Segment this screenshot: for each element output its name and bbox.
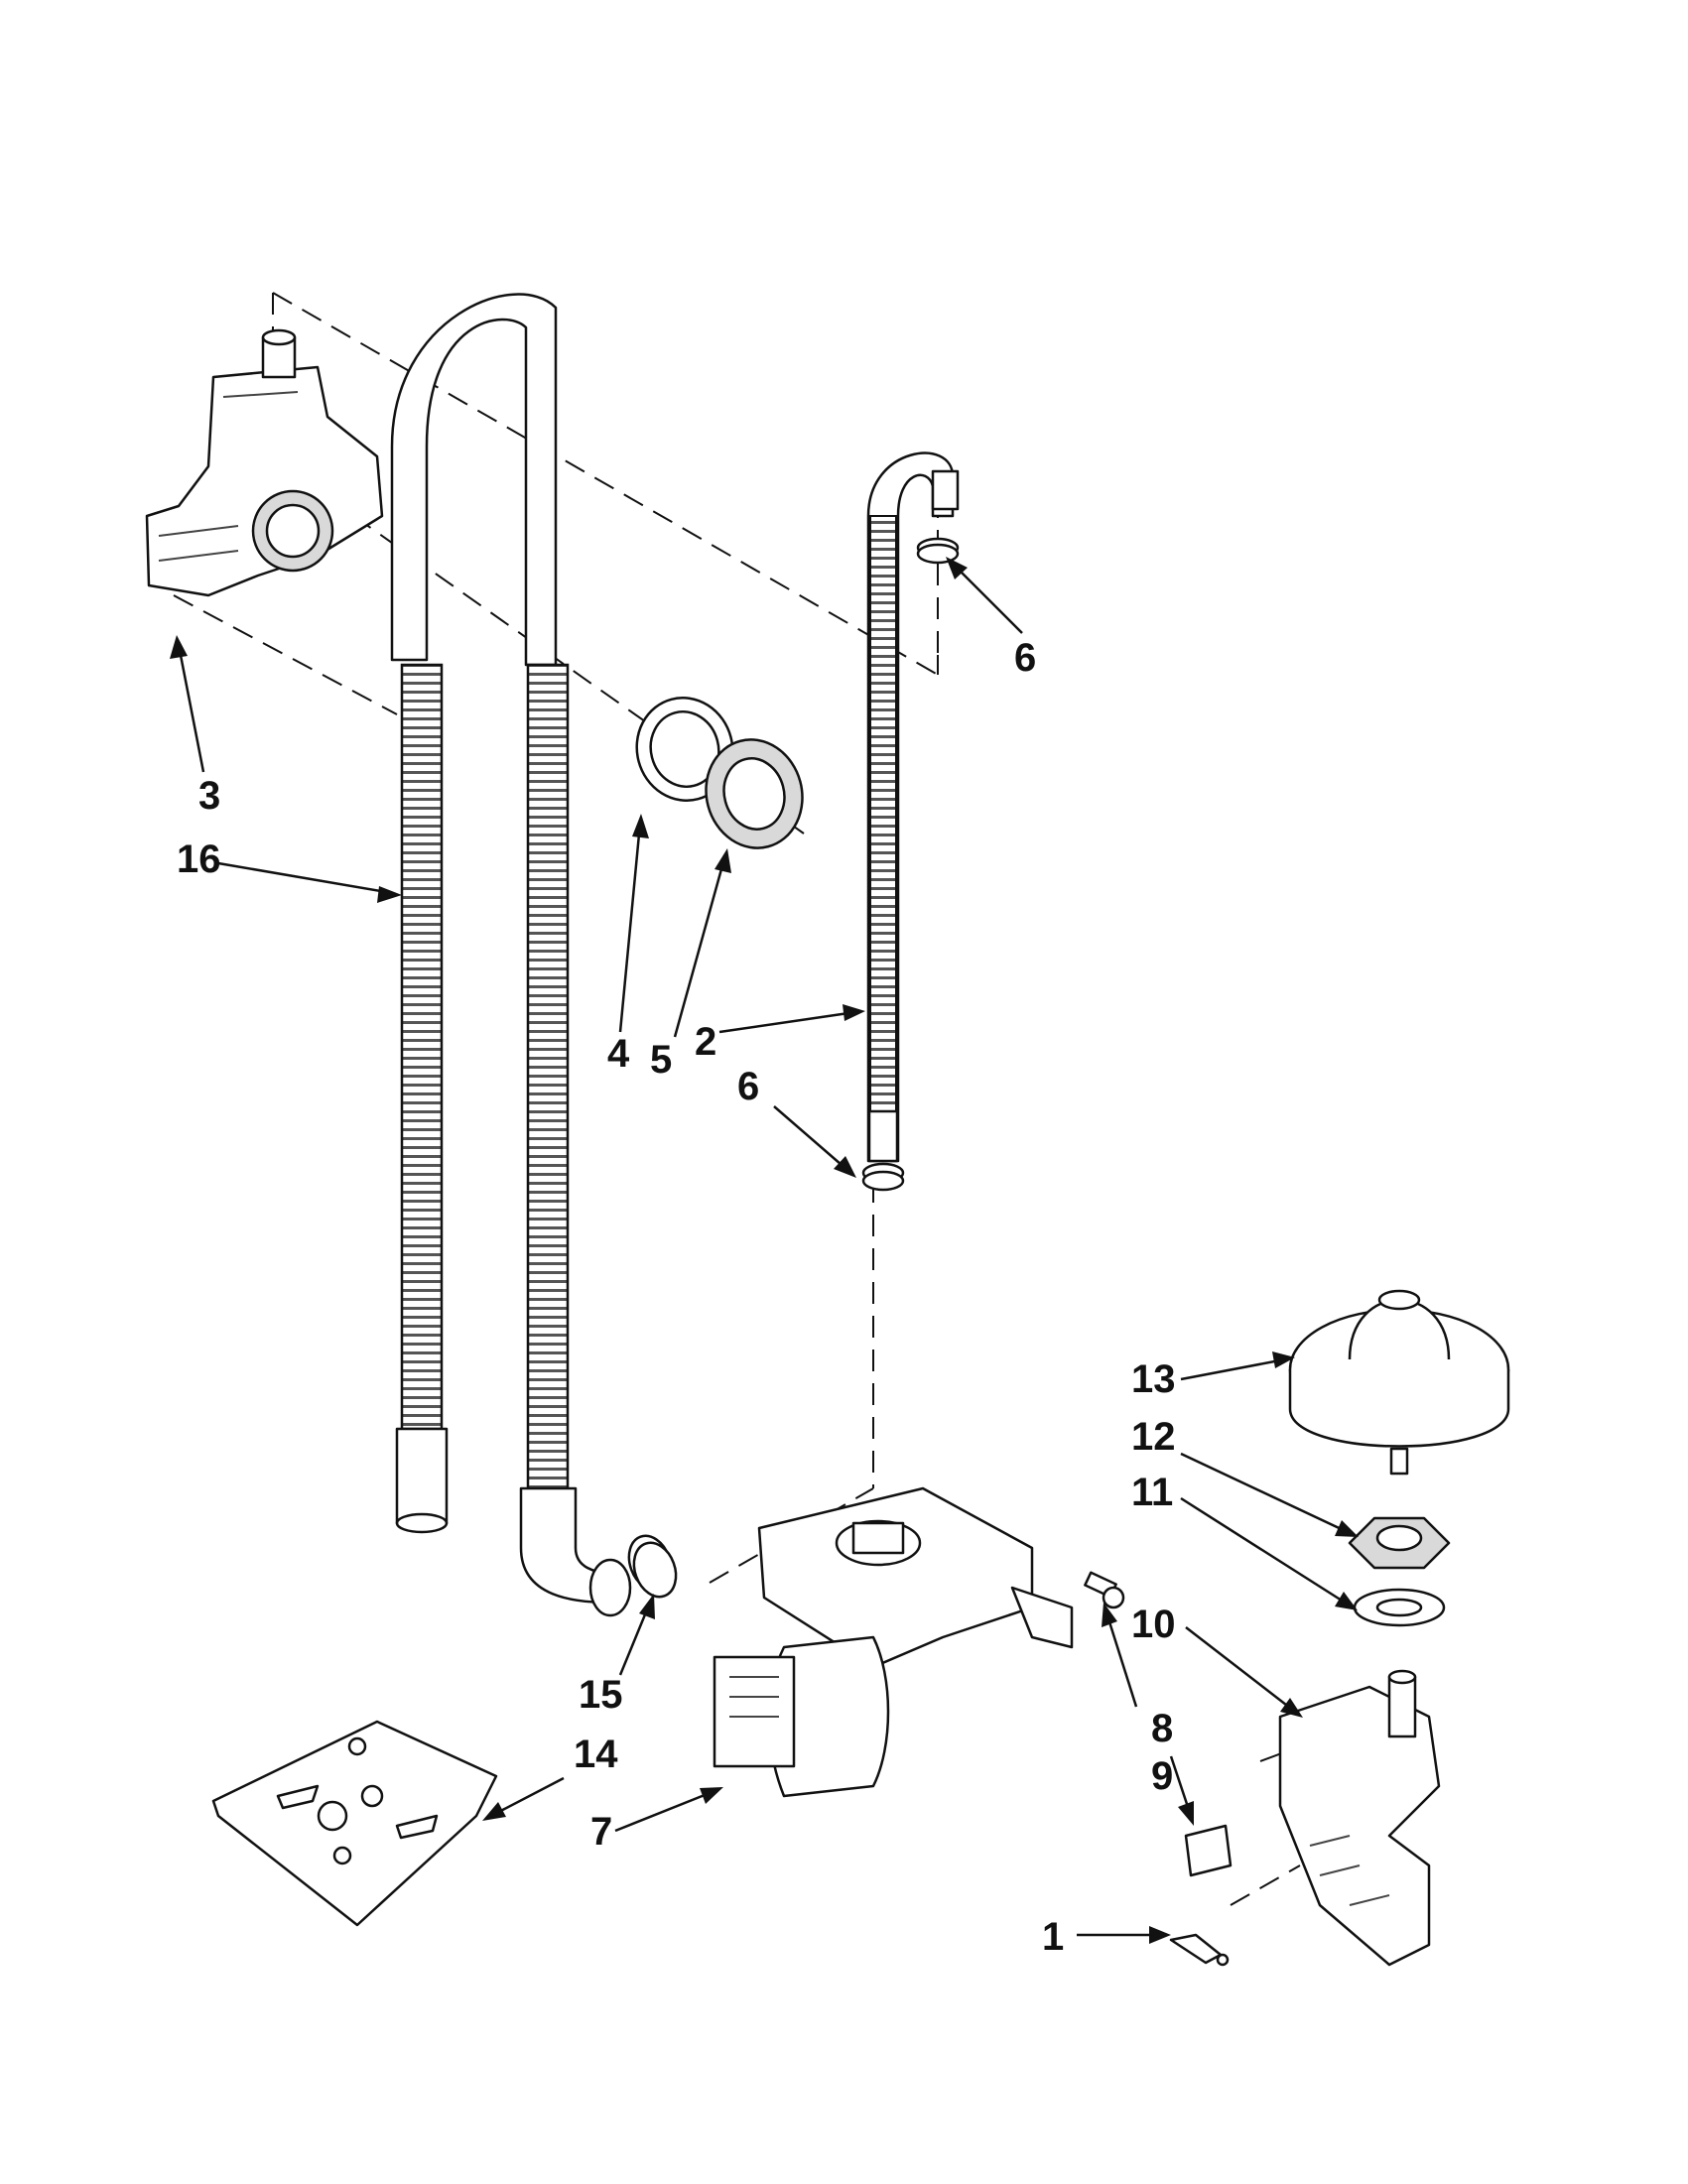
callout-9: 9 <box>1151 1754 1174 1798</box>
callout-11: 11 <box>1131 1471 1174 1514</box>
inlet-housing-part <box>145 328 384 597</box>
callout-2: 2 <box>695 1020 717 1064</box>
callout-1: 1 <box>1042 1915 1065 1959</box>
callout-8: 8 <box>1151 1707 1174 1750</box>
callout-6-top: 6 <box>1014 636 1037 680</box>
callout-13: 13 <box>1131 1357 1176 1401</box>
wire-clip-part <box>1169 1933 1230 1967</box>
hose-clamp-top-part <box>916 537 960 565</box>
callout-3: 3 <box>198 774 221 818</box>
callout-14: 14 <box>574 1733 618 1776</box>
pump-motor-part <box>713 1486 1074 1798</box>
callout-6-bottom: 6 <box>737 1065 760 1108</box>
drain-hose-part <box>390 293 558 1534</box>
hardware-bag-part <box>211 1720 498 1927</box>
hose-clamp-part <box>627 1534 678 1599</box>
callout-16: 16 <box>177 837 221 881</box>
hose-clamp-bottom-part <box>861 1162 905 1192</box>
callout-15: 15 <box>579 1673 623 1717</box>
screw-part <box>1084 1571 1125 1609</box>
nut-part <box>705 738 804 849</box>
washer-part <box>1353 1588 1446 1627</box>
float-part <box>1288 1289 1510 1476</box>
micro-switch-part <box>1184 1824 1233 1877</box>
callout-7: 7 <box>590 1810 613 1854</box>
leader-lines <box>170 557 1359 1944</box>
fill-hose-part <box>866 451 960 1163</box>
callout-12: 12 <box>1131 1415 1176 1459</box>
callout-5: 5 <box>650 1038 673 1082</box>
hex-nut-part <box>1348 1516 1451 1570</box>
callout-10: 10 <box>1131 1603 1176 1646</box>
second-drain-hose-part <box>519 663 632 1617</box>
float-switch-bracket-part <box>1278 1669 1441 1967</box>
callout-4: 4 <box>607 1032 630 1076</box>
